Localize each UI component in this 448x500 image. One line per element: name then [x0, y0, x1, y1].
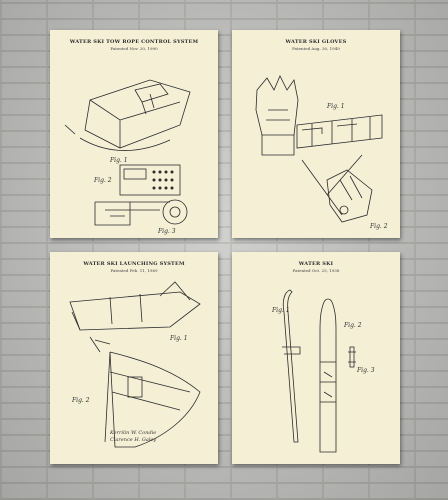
print-subtitle: Patented Oct. 25, 1938 [292, 268, 340, 273]
print-title: WATER SKI LAUNCHING SYSTEM [83, 261, 185, 267]
figure-label: Fig. 1 [271, 307, 290, 314]
inventor-name: Clarence H. Galey [110, 437, 156, 443]
inventor-name: Kerrilin W. Condie [109, 430, 156, 436]
figure-label: Fig. 2 [369, 223, 388, 230]
patent-print-tow-rope: WATER SKI TOW ROPE CONTROL SYSTEM Patent… [50, 30, 218, 238]
print-title: WATER SKI TOW ROPE CONTROL SYSTEM [69, 39, 199, 45]
water-ski-drawing: Fig. 1 Fig. 2 Fig. 3 [271, 289, 375, 453]
figure-label: Fig. 2 [93, 177, 112, 184]
figure-label: Fig. 1 [109, 157, 128, 164]
tow-rope-drawing: Fig. 1 Fig. 2 Fig. 3 [64, 79, 191, 235]
figure-label: Fig. 1 [169, 335, 188, 342]
print-subtitle: Patented Aug. 30, 1949 [292, 46, 340, 51]
launching-drawing: Fig. 1 Fig. 2 Kerrilin W. Condie Clarenc… [69, 281, 201, 448]
patent-print-launching: WATER SKI LAUNCHING SYSTEM Patented Feb.… [50, 252, 218, 464]
figure-label: Fig. 3 [157, 228, 176, 235]
figure-label: Fig. 2 [343, 322, 362, 329]
print-title: WATER SKI [298, 261, 334, 267]
print-subtitle: Patented Feb. 11, 1969 [110, 268, 158, 273]
patent-print-water-ski: WATER SKI Patented Oct. 25, 1938 Fig. 1 … [232, 252, 400, 464]
figure-label: Fig. 2 [71, 397, 90, 404]
print-title: WATER SKI GLOVES [285, 39, 347, 45]
figure-label: Fig. 1 [326, 103, 345, 110]
patent-print-gloves: WATER SKI GLOVES Patented Aug. 30, 1949 … [232, 30, 400, 238]
figure-label: Fig. 3 [356, 367, 375, 374]
print-subtitle: Patented Nov. 20, 1990 [110, 46, 158, 51]
gloves-drawing: Fig. 1 Fig. 2 [255, 75, 388, 230]
